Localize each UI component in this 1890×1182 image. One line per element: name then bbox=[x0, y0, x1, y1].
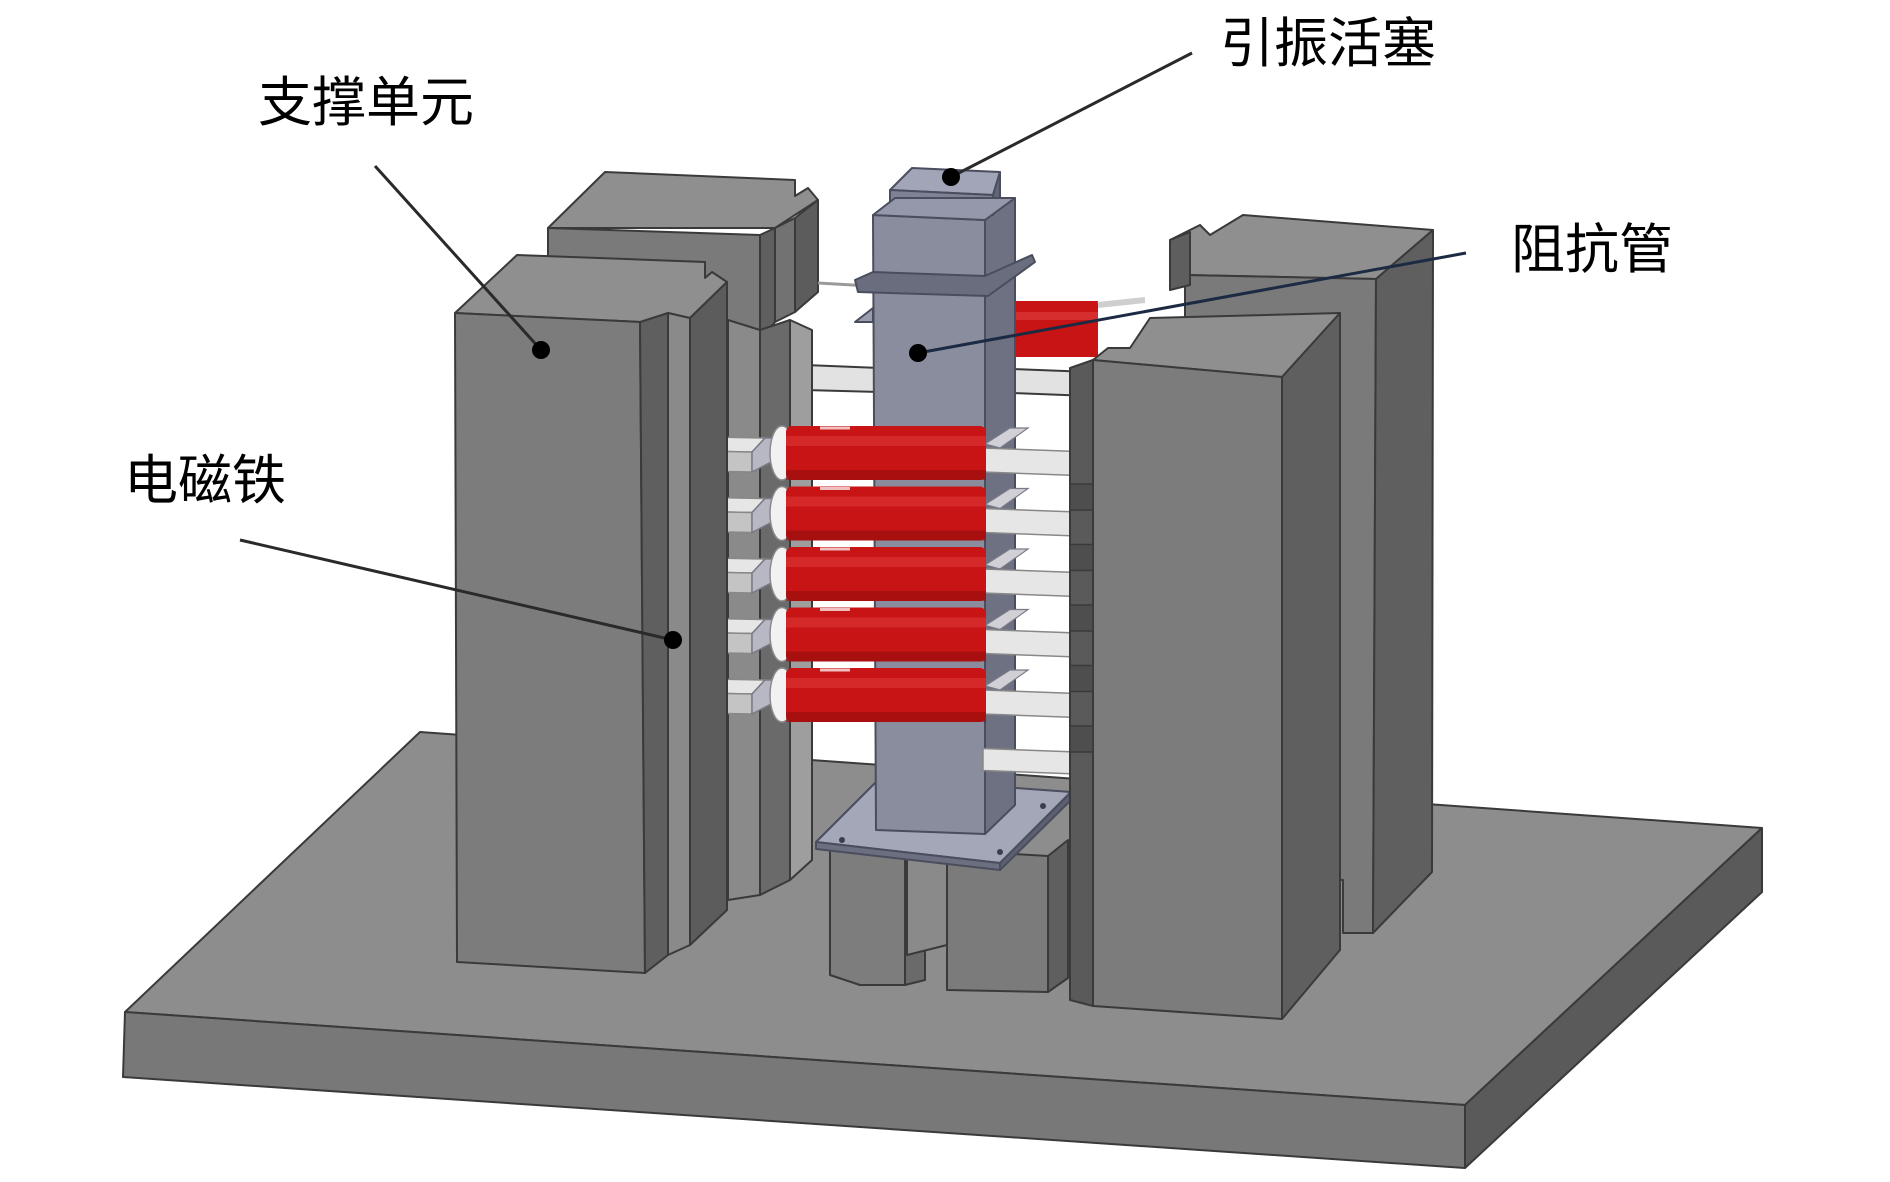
support-unit-right-front bbox=[1069, 312, 1341, 1020]
channel-block bbox=[1069, 725, 1094, 753]
base-side-face bbox=[1464, 827, 1763, 1169]
coil-clip bbox=[1097, 297, 1146, 308]
bar-end-bracket bbox=[983, 548, 1030, 570]
coil-highlight bbox=[786, 436, 986, 446]
pillar-side-face bbox=[639, 312, 669, 974]
foot-block bbox=[946, 849, 1049, 993]
label-impedance-tube: 阻抗管 bbox=[1511, 218, 1673, 281]
annotations bbox=[239, 51, 1467, 649]
coil-highlight bbox=[786, 557, 986, 567]
bar-end-bracket bbox=[983, 669, 1030, 691]
pillar-side-face bbox=[1281, 312, 1341, 1020]
pillar-notch-face bbox=[774, 217, 796, 323]
pillar-top-face bbox=[547, 171, 819, 229]
pillar-front-face bbox=[454, 312, 646, 974]
coil-shadow bbox=[786, 651, 986, 662]
label-support-unit: 支撑单元 bbox=[258, 71, 474, 134]
bar-end-bracket bbox=[983, 427, 1030, 449]
pillar-front-face bbox=[1092, 359, 1283, 1020]
bar-end-bracket bbox=[983, 487, 1030, 510]
coil-highlight bbox=[1016, 312, 1098, 320]
coil-highlight bbox=[786, 496, 986, 507]
coil-shadow bbox=[786, 712, 986, 722]
leader-support-unit bbox=[373, 164, 543, 352]
piston-flange bbox=[854, 254, 1036, 297]
pillar-channel bbox=[1169, 231, 1191, 291]
channel-block bbox=[1069, 543, 1094, 572]
pillar-side-face bbox=[689, 281, 728, 946]
channel-block bbox=[1069, 664, 1094, 693]
leader-vibration-piston bbox=[950, 51, 1193, 179]
bolt-hole bbox=[839, 837, 845, 843]
coil-shadow bbox=[786, 530, 986, 541]
marker-dot-vibration-piston bbox=[942, 168, 960, 186]
label-electromagnet: 电磁铁 bbox=[124, 449, 286, 512]
piston-body-top bbox=[872, 197, 1016, 221]
coil-shadow bbox=[786, 470, 986, 480]
marker-dot-impedance-tube bbox=[909, 344, 927, 362]
coil-shadow bbox=[786, 591, 986, 601]
channel-block bbox=[1069, 604, 1094, 632]
pillar-side-face bbox=[759, 227, 776, 341]
piston-flange-lower bbox=[854, 307, 874, 323]
coil-highlight bbox=[786, 617, 986, 628]
label-vibration-piston: 引振活塞 bbox=[1220, 12, 1436, 75]
pillar-side-face bbox=[794, 199, 819, 313]
foot-block bbox=[1047, 839, 1069, 993]
marker-dot-electromagnet bbox=[664, 631, 682, 649]
bolt-hole bbox=[1040, 803, 1046, 809]
channel-block bbox=[1069, 483, 1094, 511]
bar-end-bracket bbox=[983, 608, 1030, 631]
leader-impedance-tube bbox=[917, 251, 1467, 355]
coil-highlight bbox=[786, 678, 986, 688]
leader-electromagnet bbox=[239, 538, 674, 642]
strip bbox=[759, 319, 791, 896]
support-unit-left-front bbox=[454, 254, 728, 974]
pillar-side-face bbox=[1372, 229, 1434, 934]
strip bbox=[727, 319, 761, 901]
bolt-hole bbox=[997, 849, 1003, 855]
marker-dot-support-unit bbox=[532, 341, 550, 359]
right-bar-stubs bbox=[1069, 483, 1094, 753]
